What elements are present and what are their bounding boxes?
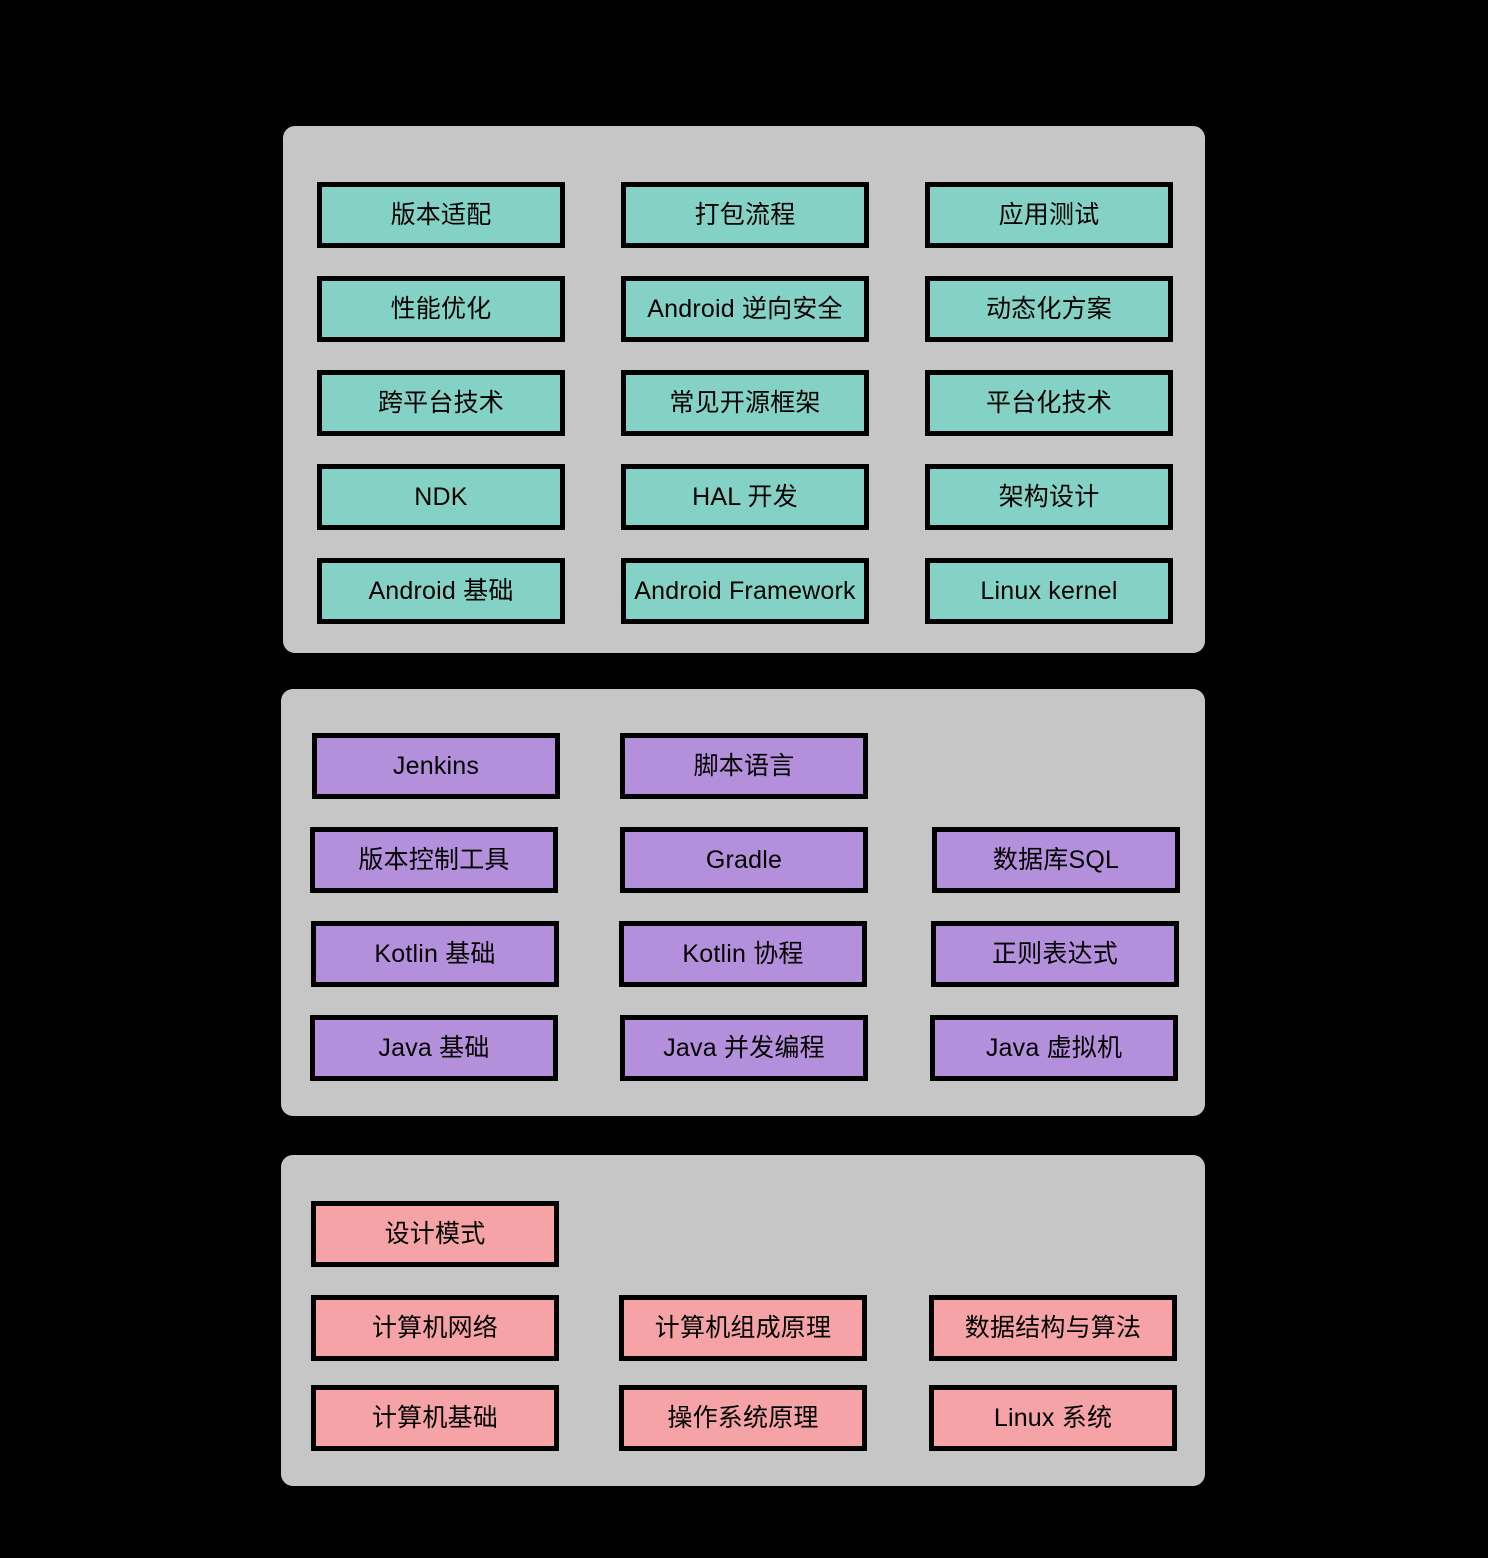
node-box[interactable]: 计算机网络 [311,1295,559,1361]
node-box[interactable]: Android Framework [621,558,869,624]
node-box[interactable]: 数据库SQL [932,827,1180,893]
node-label: Android 逆向安全 [647,294,843,323]
node-label: 常见开源框架 [669,388,821,417]
node-box[interactable]: 版本适配 [317,182,565,248]
node-box[interactable]: Java 虚拟机 [930,1015,1178,1081]
node-label: Java 并发编程 [663,1033,825,1062]
node-label: 操作系统原理 [667,1403,819,1432]
node-box[interactable]: Java 基础 [310,1015,558,1081]
node-label: 版本控制工具 [358,845,510,874]
node-label: 计算机基础 [371,1403,498,1432]
node-label: 平台化技术 [985,388,1112,417]
node-box[interactable]: 脚本语言 [620,733,868,799]
node-label: NDK [414,482,468,511]
node-box[interactable]: HAL 开发 [621,464,869,530]
group-grid: 设计模式计算机网络 计算机组成原理 数据结构与算法计算机基础 操作系统原理 Linux … [281,1155,1205,1486]
node-label: 跨平台技术 [377,388,504,417]
group-android-skills: 版本适配 打包流程 应用测试性能优化 Android 逆向安全 动态化方案跨平台技术 常见… [283,126,1205,653]
node-box[interactable]: 版本控制工具 [310,827,558,893]
node-box[interactable]: 打包流程 [621,182,869,248]
node-box[interactable]: 计算机组成原理 [619,1295,867,1361]
node-box[interactable]: 常见开源框架 [621,370,869,436]
node-label: 性能优化 [390,294,492,323]
node-box[interactable]: Linux 系统 [929,1385,1177,1451]
node-label: Android 基础 [368,576,514,605]
node-box[interactable]: 数据结构与算法 [929,1295,1177,1361]
node-box[interactable]: 架构设计 [925,464,1173,530]
node-label: Jenkins [392,751,480,780]
node-label: 正则表达式 [991,939,1118,968]
node-label: 数据结构与算法 [964,1313,1142,1342]
group-grid: Jenkins 脚本语言版本控制工具 Gradle 数据库SQL Kotlin 基础 Ko… [281,689,1205,1116]
node-label: 架构设计 [998,482,1100,511]
group-grid: 版本适配 打包流程 应用测试性能优化 Android 逆向安全 动态化方案跨平台技术 常见… [283,126,1205,653]
node-box[interactable]: 动态化方案 [925,276,1173,342]
node-label: Linux kernel [980,576,1118,605]
node-box[interactable]: Jenkins [312,733,560,799]
node-label: 数据库SQL [992,845,1120,874]
node-box[interactable]: Android 逆向安全 [621,276,869,342]
node-label: Java 基础 [378,1033,490,1062]
group-computer-science-fundamentals: 设计模式计算机网络 计算机组成原理 数据结构与算法计算机基础 操作系统原理 Linux … [281,1155,1205,1486]
node-box[interactable]: 应用测试 [925,182,1173,248]
node-label: HAL 开发 [692,482,798,511]
node-label: 计算机网络 [371,1313,498,1342]
node-label: Android Framework [634,576,856,605]
node-box[interactable]: 跨平台技术 [317,370,565,436]
node-label: 版本适配 [390,200,492,229]
node-box[interactable]: Kotlin 协程 [619,921,867,987]
node-label: 设计模式 [384,1219,486,1248]
node-box[interactable]: 操作系统原理 [619,1385,867,1451]
node-box[interactable]: Linux kernel [925,558,1173,624]
node-label: 应用测试 [998,200,1100,229]
node-label: 打包流程 [694,200,796,229]
node-box[interactable]: Kotlin 基础 [311,921,559,987]
node-box[interactable]: 设计模式 [311,1201,559,1267]
node-box[interactable]: Android 基础 [317,558,565,624]
group-languages-and-tools: Jenkins 脚本语言版本控制工具 Gradle 数据库SQL Kotlin 基础 Ko… [281,689,1205,1116]
node-label: Kotlin 基础 [374,939,496,968]
node-box[interactable]: 平台化技术 [925,370,1173,436]
node-box[interactable]: 性能优化 [317,276,565,342]
node-label: 脚本语言 [693,751,795,780]
node-label: Gradle [705,845,783,874]
node-box[interactable]: NDK [317,464,565,530]
node-box[interactable]: Java 并发编程 [620,1015,868,1081]
node-box[interactable]: Gradle [620,827,868,893]
node-label: Linux 系统 [993,1403,1113,1432]
node-box[interactable]: 正则表达式 [931,921,1179,987]
node-label: 动态化方案 [985,294,1112,323]
node-box[interactable]: 计算机基础 [311,1385,559,1451]
node-label: Java 虚拟机 [985,1033,1123,1062]
node-label: Kotlin 协程 [682,939,804,968]
node-label: 计算机组成原理 [654,1313,832,1342]
